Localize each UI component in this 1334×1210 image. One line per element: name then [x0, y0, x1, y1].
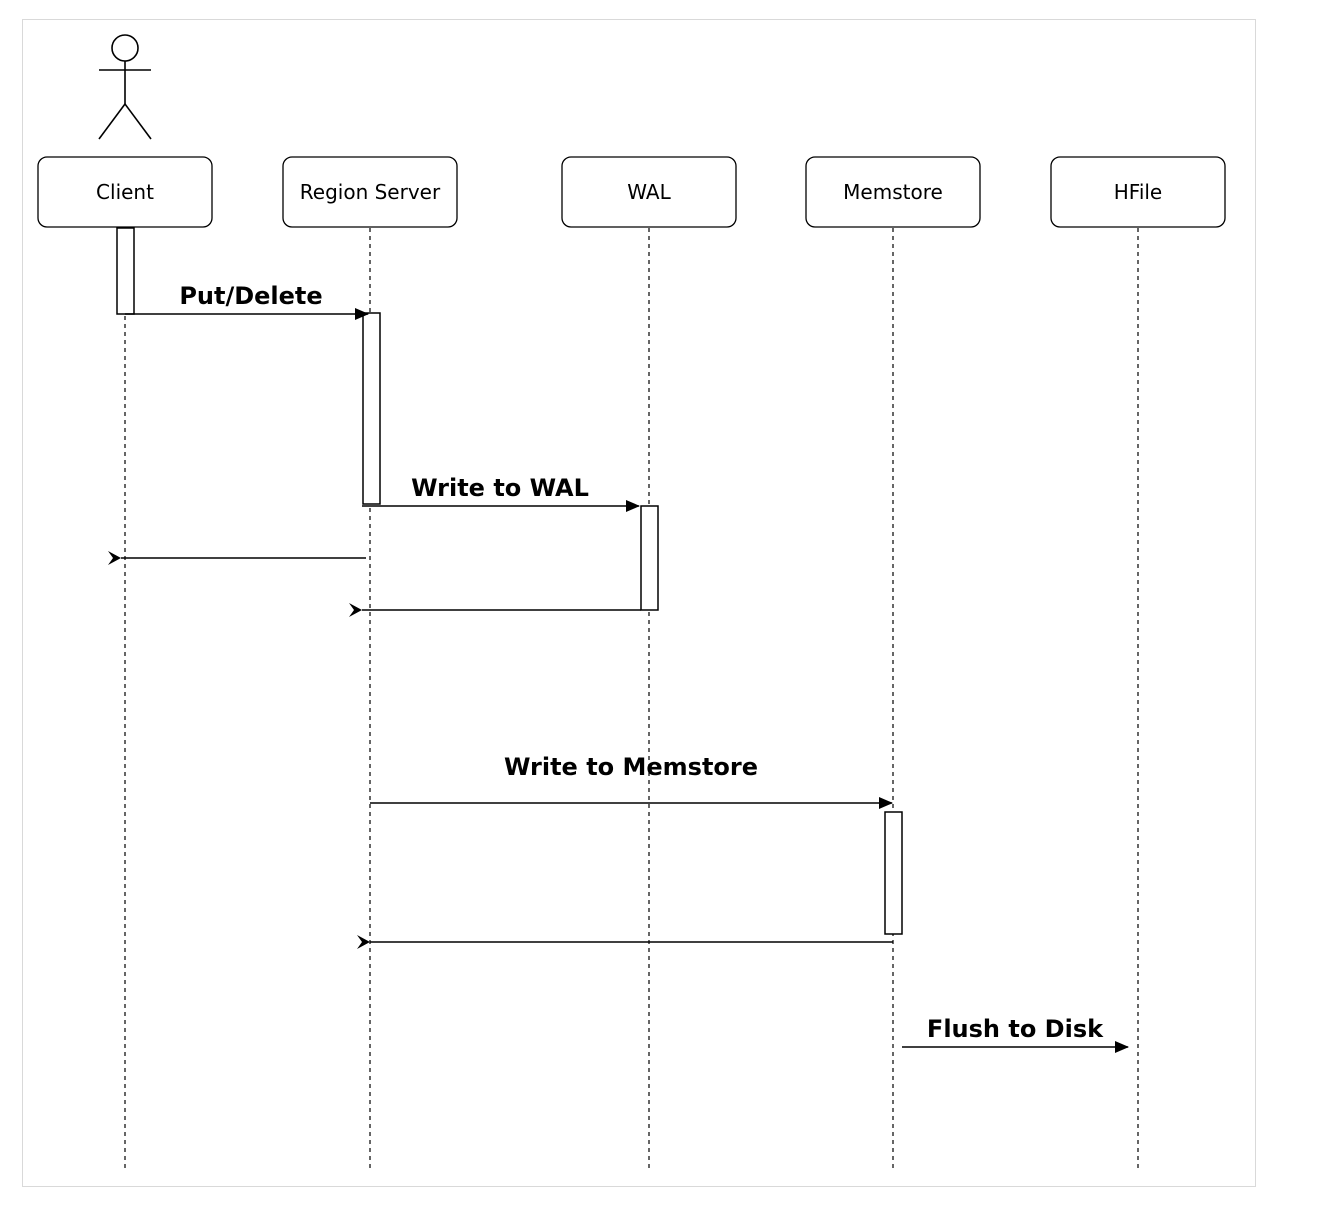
message-flush-disk: Flush to Disk — [902, 1015, 1129, 1053]
participant-client-label: Client — [96, 180, 154, 204]
activation-wal — [640, 505, 659, 611]
message-write-memstore: Write to Memstore — [370, 753, 893, 809]
activation-memstore — [884, 811, 903, 935]
actor-icon — [98, 34, 152, 140]
message-put-delete: Put/Delete — [125, 282, 369, 320]
message-write-memstore-label: Write to Memstore — [504, 753, 758, 781]
activation-client — [116, 227, 135, 315]
participant-memstore-label: Memstore — [843, 180, 943, 204]
activation-region-server — [362, 312, 381, 505]
participant-memstore: Memstore — [805, 156, 981, 228]
participant-region-server-label: Region Server — [300, 180, 441, 204]
participant-client: Client — [37, 156, 213, 228]
message-write-wal: Write to WAL — [362, 474, 640, 512]
message-flush-disk-label: Flush to Disk — [927, 1015, 1104, 1043]
participant-wal: WAL — [561, 156, 737, 228]
participant-wal-label: WAL — [627, 180, 671, 204]
message-write-wal-label: Write to WAL — [411, 474, 589, 502]
participant-hfile-label: HFile — [1114, 180, 1163, 204]
message-put-delete-label: Put/Delete — [179, 282, 322, 310]
participant-region-server: Region Server — [282, 156, 458, 228]
participant-hfile: HFile — [1050, 156, 1226, 228]
